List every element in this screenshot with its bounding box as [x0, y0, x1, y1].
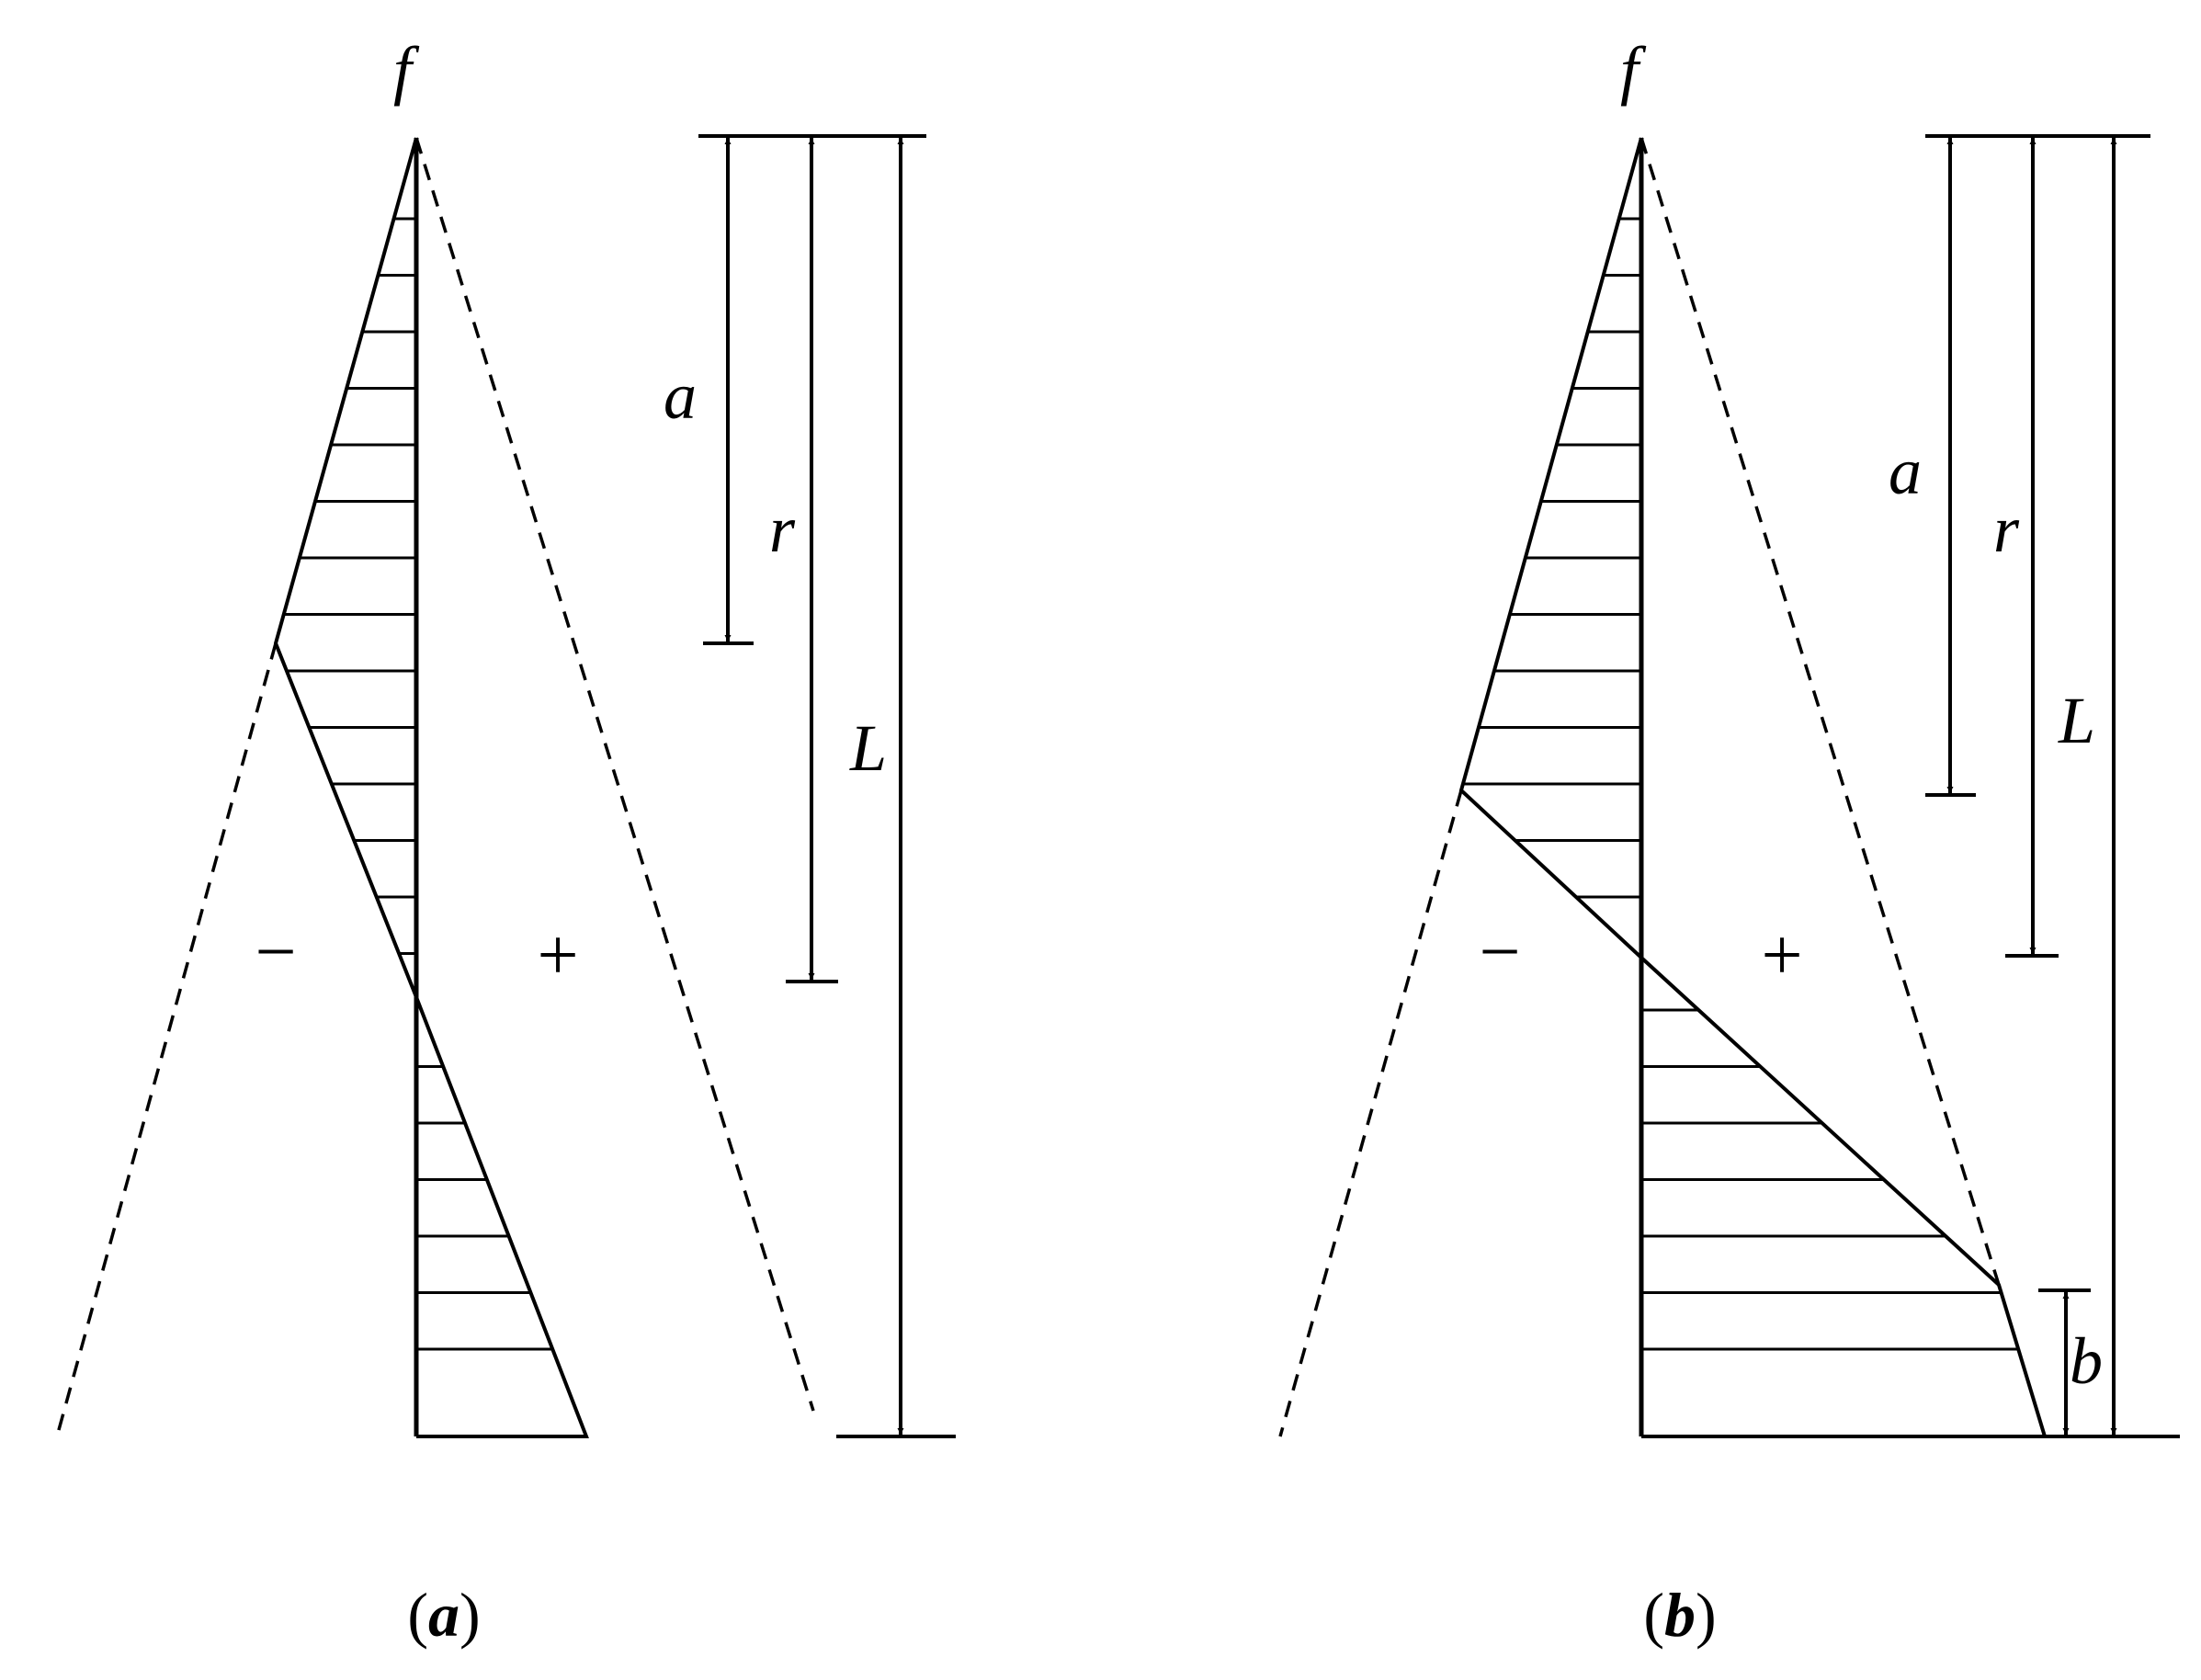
panel-b-minus-sign: − — [1479, 912, 1520, 993]
panel-a-dashed-left — [55, 642, 278, 1437]
panel-a-L-label: L — [849, 711, 887, 785]
panel-b-f-label: f — [1620, 33, 1647, 107]
panel-b-profile — [1458, 137, 2048, 1438]
panel-b-a-label: a — [1889, 435, 1922, 508]
panel-a-f-label: f — [393, 33, 420, 107]
panel-a-a-label: a — [664, 359, 697, 433]
panel-a-dashed-right — [414, 137, 815, 1412]
panel-a: f − + a r L (a) — [55, 33, 956, 1650]
panel-b-plus-sign: + — [1761, 915, 1802, 996]
panel-a-plus-sign: + — [537, 915, 578, 996]
panel-a-minus-sign: − — [255, 912, 296, 993]
panel-b-L-label: L — [2058, 684, 2095, 757]
panel-a-profile — [273, 137, 589, 1438]
panel-b-hatching — [1462, 217, 2019, 1351]
panel-b-b-label: b — [2070, 1324, 2103, 1398]
panel-b-r-label: r — [1993, 493, 2020, 566]
panel-a-caption: (a) — [407, 1580, 480, 1650]
panel-b: f − + a r L b (b) — [1278, 33, 2180, 1650]
panel-b-caption: (b) — [1643, 1580, 1716, 1650]
panel-b-dashed-left — [1278, 789, 1463, 1437]
panel-a-hatching — [283, 217, 553, 1351]
panel-a-r-label: r — [769, 493, 796, 566]
panel-b-dashed-right — [1639, 137, 2001, 1286]
